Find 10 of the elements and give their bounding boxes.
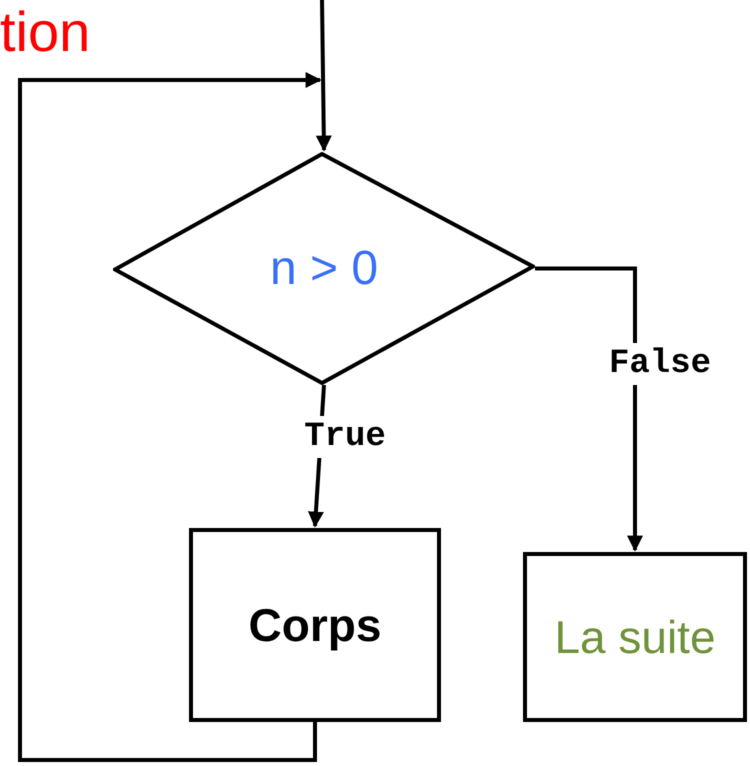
arrow [316, 0, 332, 152]
node-label: Corps [248, 598, 382, 652]
node-label: n > 0 [270, 241, 378, 296]
node-label: La suite [554, 610, 716, 664]
arrow [18, 72, 322, 762]
arrow [535, 266, 643, 552]
process-box [189, 528, 441, 722]
process-box [523, 552, 747, 722]
decision-diamond [113, 152, 535, 385]
title-fragment: tion [0, 4, 90, 60]
